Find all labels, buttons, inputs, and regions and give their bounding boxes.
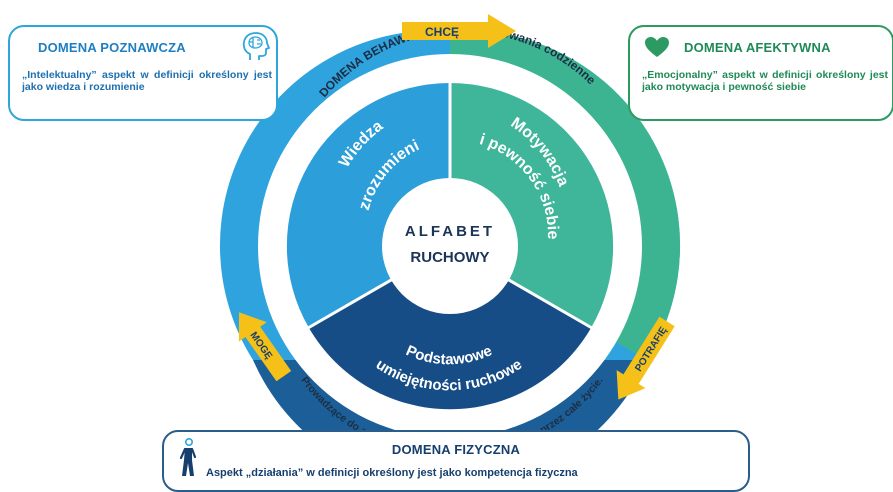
affective-domain-title: DOMENA AFEKTYWNA [684,40,831,55]
affective-domain-box: DOMENA AFEKTYWNA „Emocjonalny” aspekt w … [628,25,893,121]
cognitive-domain-title: DOMENA POZNAWCZA [38,40,186,55]
segment-skills [309,246,591,410]
cognitive-domain-box: DOMENA POZNAWCZA „Intelektualny” aspekt … [8,25,278,121]
arrow-chce: CHCĘ [402,14,516,48]
arrow-chce-label: CHCĘ [425,25,459,39]
heart-icon [645,37,669,57]
affective-domain-description: „Emocjonalny” aspekt w definicji określo… [642,69,888,93]
physical-domain-title: DOMENA FIZYCZNA [391,442,521,457]
walking-person-icon [179,438,197,476]
physical-domain-description: Aspekt „działania” w definicji określony… [206,467,578,479]
physical-domain-box: DOMENA FIZYCZNA Aspekt „działania” w def… [162,430,750,492]
cognitive-domain-description: „Intelektualny” aspekt w definicji okreś… [22,69,272,93]
center-circle [382,178,518,314]
center-title-line1: ALFABET [405,223,495,240]
brain-head-icon [242,32,270,60]
center-title-line2: RUCHOWY [410,249,489,266]
